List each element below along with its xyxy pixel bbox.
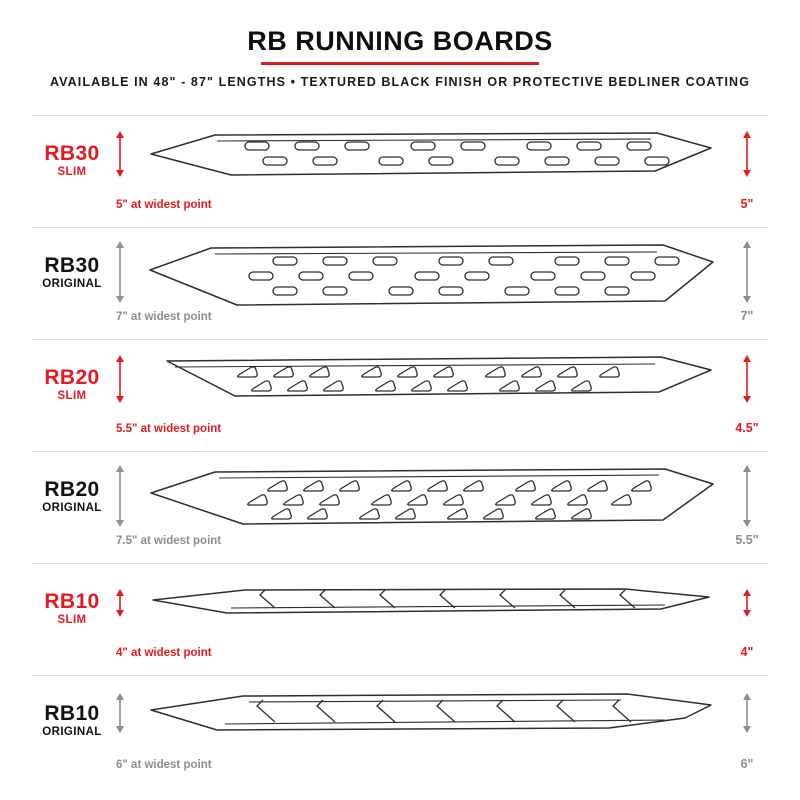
product-label: RB30 ORIGINAL	[26, 254, 118, 291]
product-label: RB10 ORIGINAL	[26, 702, 118, 739]
product-row-rb10-slim: RB10 SLIM 4" at widest point 4"	[0, 563, 800, 675]
model-name: RB30	[44, 254, 100, 277]
title-underline	[261, 62, 539, 65]
product-label: RB10 SLIM	[26, 590, 118, 627]
page-title: RB RUNNING BOARDS	[247, 26, 553, 56]
height-value-label: 7"	[740, 309, 754, 323]
width-dimension-arrow	[116, 693, 124, 733]
model-name: RB10	[44, 590, 100, 613]
page-subtitle: AVAILABLE IN 48" - 87" LENGTHS • TEXTURE…	[49, 75, 751, 89]
height-dimension-arrow	[743, 693, 751, 733]
board-illustration-rb10-original	[150, 693, 712, 731]
product-row-rb30-slim: RB30 SLIM 5" at widest point 5"	[0, 115, 800, 227]
product-label: RB30 SLIM	[26, 142, 118, 179]
header: RB RUNNING BOARDS AVAILABLE IN 48" - 87"…	[0, 0, 800, 89]
widest-point-label: 5" at widest point	[116, 199, 212, 211]
height-dimension-arrow	[743, 131, 751, 177]
product-row-rb20-original: RB20 ORIGINAL 7.5" at widest point 5.5"	[0, 451, 800, 563]
product-row-rb10-original: RB10 ORIGINAL 6" at widest point 6"	[0, 675, 800, 787]
board-illustration-rb10-slim	[152, 588, 710, 614]
board-illustration-rb30-original	[149, 244, 714, 306]
product-row-rb30-original: RB30 ORIGINAL 7" at widest point 7"	[0, 227, 800, 339]
model-name: RB30	[44, 142, 100, 165]
width-dimension-arrow	[116, 355, 124, 403]
height-value-label: 5"	[740, 197, 754, 211]
product-label: RB20 ORIGINAL	[26, 478, 118, 515]
width-dimension-arrow	[116, 465, 124, 527]
variant-name: ORIGINAL	[42, 726, 102, 739]
board-illustration-rb20-original	[150, 468, 714, 525]
model-name: RB20	[44, 478, 100, 501]
variant-name: ORIGINAL	[42, 278, 102, 291]
widest-point-label: 5.5" at widest point	[116, 423, 222, 435]
height-dimension-arrow	[743, 355, 751, 403]
model-name: RB10	[44, 702, 100, 725]
widest-point-label: 4" at widest point	[116, 647, 212, 659]
width-dimension-arrow	[116, 131, 124, 177]
width-dimension-arrow	[116, 589, 124, 617]
height-value-label: 4.5"	[735, 421, 759, 435]
height-value-label: 4"	[740, 645, 754, 659]
variant-name: ORIGINAL	[42, 502, 102, 515]
width-dimension-arrow	[116, 241, 124, 303]
height-dimension-arrow	[743, 465, 751, 527]
variant-name: SLIM	[57, 614, 87, 627]
model-name: RB20	[44, 366, 100, 389]
variant-name: SLIM	[57, 166, 87, 179]
widest-point-label: 7" at widest point	[116, 311, 212, 323]
product-row-rb20-slim: RB20 SLIM 5.5" at widest point 4.5"	[0, 339, 800, 451]
variant-name: SLIM	[57, 390, 87, 403]
height-value-label: 5.5"	[735, 533, 759, 547]
board-illustration-rb20-slim	[166, 356, 712, 397]
product-rows: RB30 SLIM 5" at widest point 5" RB30 O	[0, 115, 800, 787]
widest-point-label: 7.5" at widest point	[116, 535, 222, 547]
widest-point-label: 6" at widest point	[116, 759, 212, 771]
board-illustration-rb30-slim	[150, 132, 712, 176]
height-dimension-arrow	[743, 589, 751, 617]
height-dimension-arrow	[743, 241, 751, 303]
height-value-label: 6"	[740, 757, 754, 771]
product-label: RB20 SLIM	[26, 366, 118, 403]
